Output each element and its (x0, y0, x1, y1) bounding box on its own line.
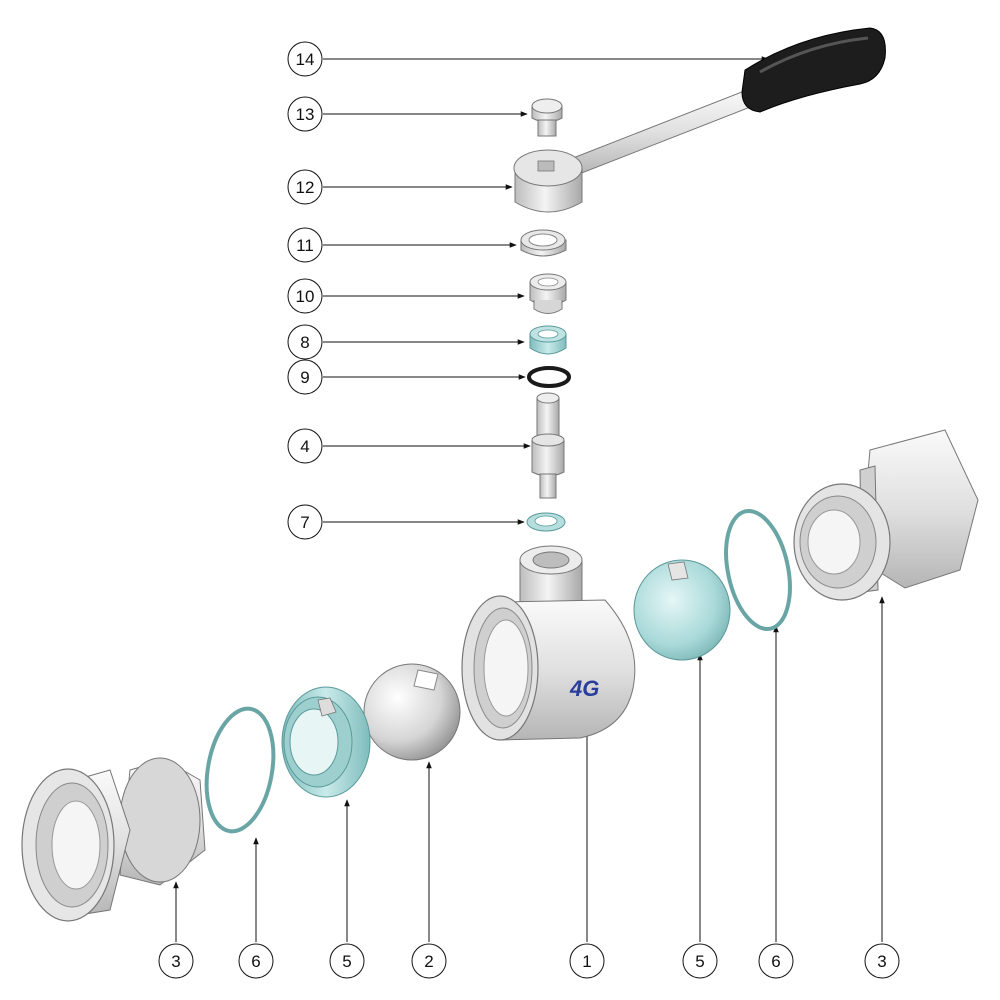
union-nut-left (21, 757, 206, 922)
callout-10: 10 (287, 278, 323, 314)
callout-label: 3 (877, 952, 886, 971)
callout-3-right: 3 (864, 943, 900, 979)
handle-hub (513, 149, 583, 213)
callout-label: 6 (771, 952, 780, 971)
callouts-left-group: 14 13 12 11 10 8 9 4 7 (287, 41, 323, 540)
valve-body: 4G (461, 545, 636, 741)
seat-right (633, 559, 731, 661)
callout-label: 14 (296, 50, 315, 69)
leader-lines (173, 56, 885, 942)
gland-nut (529, 273, 567, 314)
callout-3-left: 3 (158, 943, 194, 979)
callout-7: 7 (287, 504, 323, 540)
callout-label: 1 (582, 952, 591, 971)
callout-14: 14 (287, 41, 323, 77)
callout-label: 11 (296, 236, 314, 255)
callout-label: 3 (171, 952, 180, 971)
o-ring-left (204, 706, 276, 834)
callout-12: 12 (287, 169, 323, 205)
callout-11: 11 (287, 227, 323, 263)
valve-stem (531, 392, 565, 499)
o-ring-right (724, 508, 792, 632)
callout-5-left: 5 (329, 943, 365, 979)
o-ring-black (527, 366, 571, 388)
seat-left (281, 686, 371, 798)
callout-label: 10 (296, 287, 315, 306)
callout-label: 13 (296, 105, 315, 124)
ball (363, 663, 461, 761)
callouts-bottom-group: 3 6 5 2 1 5 6 3 (158, 943, 900, 979)
callout-label: 5 (342, 952, 351, 971)
callout-label: 6 (251, 952, 260, 971)
callout-label: 4 (300, 437, 309, 456)
callout-6-left: 6 (238, 943, 274, 979)
callout-4: 4 (287, 428, 323, 464)
callout-label: 12 (296, 178, 315, 197)
callout-8: 8 (287, 324, 323, 360)
union-nut-right (793, 429, 979, 601)
callout-label: 2 (424, 952, 433, 971)
callout-9: 9 (287, 359, 323, 395)
body-logo: 4G (569, 676, 599, 701)
callout-label: 8 (300, 333, 309, 352)
callout-label: 9 (300, 368, 309, 387)
callout-2: 2 (411, 943, 447, 979)
teal-bushing (529, 325, 567, 355)
callout-6-right: 6 (758, 943, 794, 979)
bolt (531, 98, 563, 137)
lock-nut (520, 229, 567, 257)
handle-lever (567, 27, 886, 177)
callout-label: 5 (695, 952, 704, 971)
callout-5-right: 5 (682, 943, 718, 979)
handle-grip (741, 27, 886, 113)
callout-1: 1 (569, 943, 605, 979)
callout-label: 7 (300, 513, 309, 532)
callout-13: 13 (287, 96, 323, 132)
teal-washer (526, 512, 566, 532)
